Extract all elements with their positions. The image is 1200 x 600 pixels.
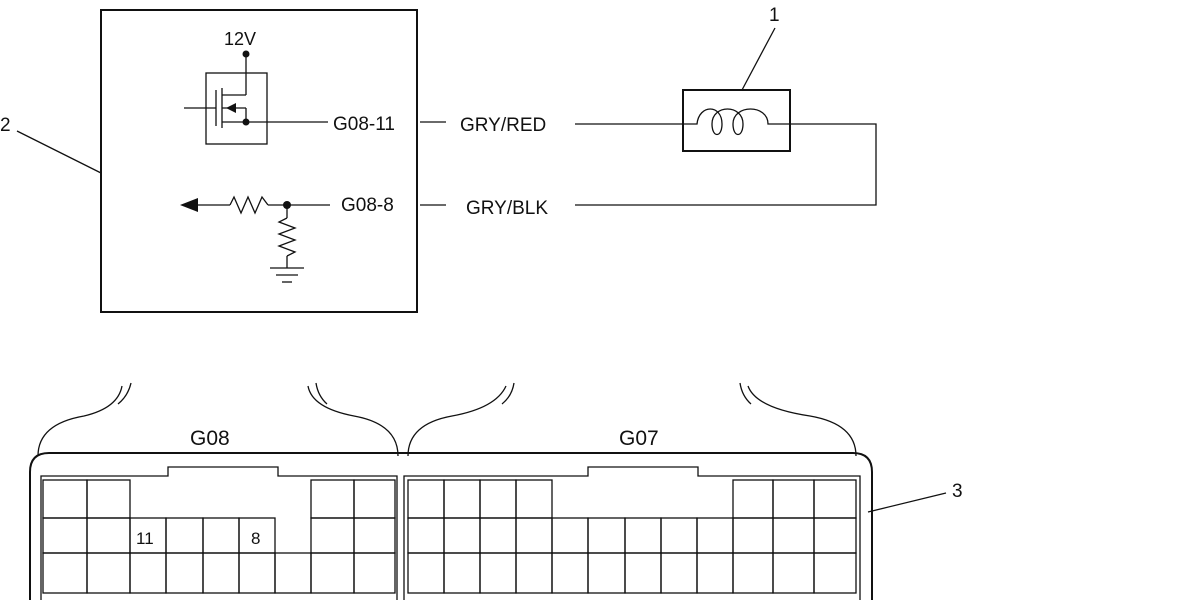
connector-g08 xyxy=(40,466,398,600)
resistor-icon xyxy=(229,195,269,215)
input-circuit xyxy=(180,195,330,283)
connector-g07 xyxy=(403,466,861,600)
callout-2: 2 xyxy=(0,115,11,136)
mosfet-driver-icon xyxy=(184,54,328,145)
supply-voltage-label: 12V xyxy=(224,29,256,49)
connector-label-g08: G08 xyxy=(190,427,230,450)
pin-label-g08-11: G08-11 xyxy=(333,114,395,135)
callout-1: 1 xyxy=(769,5,780,26)
arrow-left-icon xyxy=(180,198,198,212)
coil-component xyxy=(682,89,791,152)
pin-number-8: 8 xyxy=(251,529,260,548)
callout-3: 3 xyxy=(952,481,963,502)
pin-label-g08-8: G08-8 xyxy=(341,195,394,216)
connector-label-g07: G07 xyxy=(619,427,659,450)
wire-color-gry-red: GRY/RED xyxy=(460,115,546,136)
pull-down-resistor-icon xyxy=(277,217,297,257)
connector-housing xyxy=(29,452,873,600)
pin-number-11: 11 xyxy=(136,529,154,548)
coil-icon xyxy=(683,108,790,136)
control-module xyxy=(100,9,418,313)
wire-input-return xyxy=(575,123,877,206)
g07-brace xyxy=(407,382,857,457)
ground-icon xyxy=(270,267,304,283)
g08-brace xyxy=(37,382,399,457)
wire-color-gry-blk: GRY/BLK xyxy=(466,198,548,219)
